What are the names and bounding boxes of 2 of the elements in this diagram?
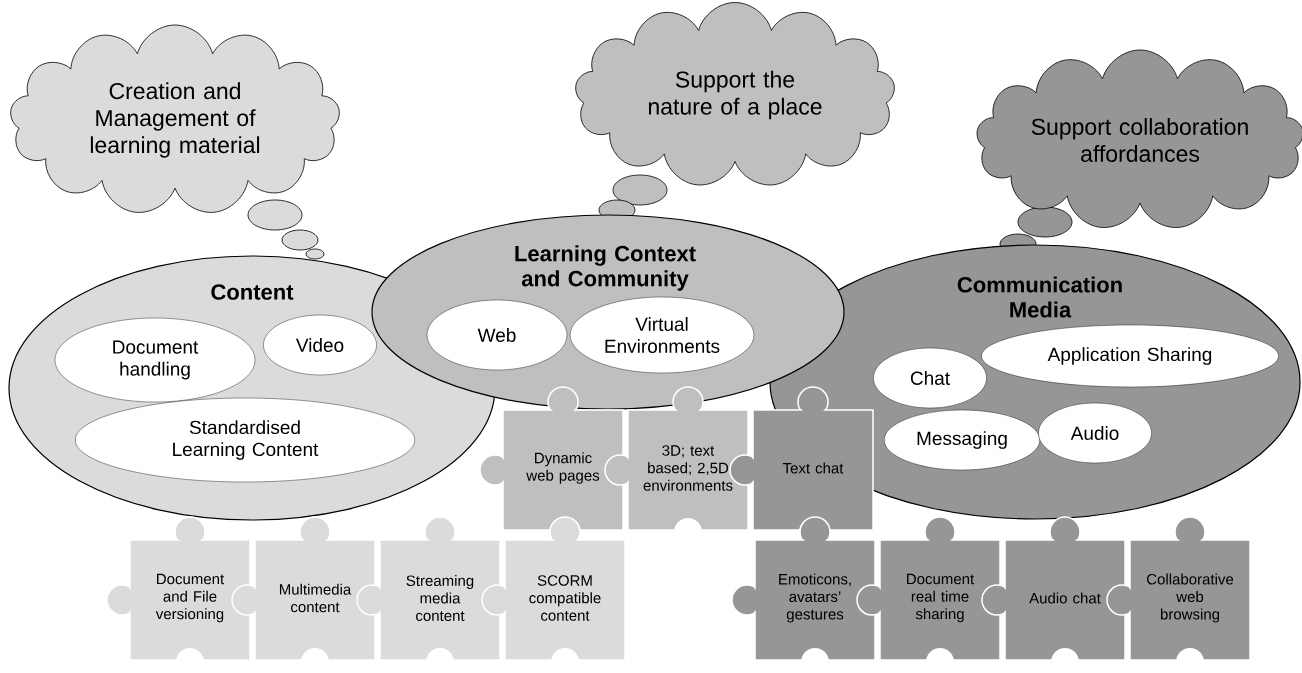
thought-cloud: Creation and Management of learning material [10, 24, 340, 260]
puzzle-piece: 3D; text based; 2,5D environments [604, 386, 749, 546]
